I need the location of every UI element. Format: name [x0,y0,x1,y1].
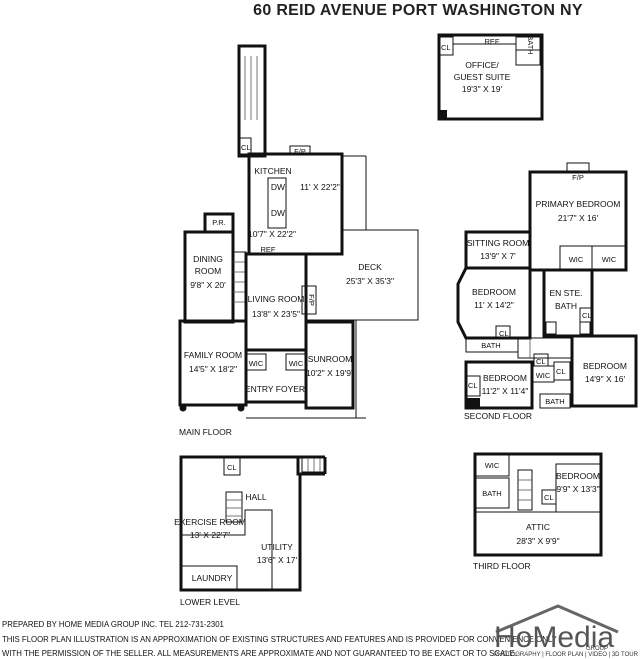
bedroom3-closet: CL [468,381,478,390]
logo-name: HoMedia [494,621,614,654]
footer-prepared-by: PREPARED BY HOME MEDIA GROUP INC. TEL 21… [2,620,224,629]
hall-name: HALL [245,492,267,502]
attic-name: ATTIC [526,522,550,532]
office-guest-suite: CL REF BATH OFFICE/ GUEST SUITE 19'3" X … [437,33,544,121]
office-name-line1: OFFICE/ [465,60,499,70]
primary-wic-1: WIC [569,255,584,264]
third-floor-plan: WIC BATH BEDROOM 9'9" X 13'3" CL ATTIC 2… [473,452,603,571]
kitchen-dw1-label: DW [271,182,285,192]
third-floor-label: THIRD FLOOR [473,561,531,571]
logo-tagline: PHOTOGRAPHY | FLOOR PLAN | VIDEO | 3D TO… [494,652,639,658]
kitchen-dw2-label: DW [271,208,285,218]
second-floor-label: SECOND FLOOR [464,411,532,421]
bedroom2-dimensions: 14'9" X 16' [585,374,626,384]
exercise-name: EXERCISE ROOM [174,517,246,527]
dining-dimensions: 9'8" X 20' [190,280,226,290]
primary-bedroom-dimensions: 21'7" X 16' [558,213,599,223]
sunroom-dimensions: 10'2" X 19'9" [306,368,354,378]
kitchen-ref-label: REF [261,245,276,254]
sitting-room-name: SITTING ROOM [467,238,529,248]
stair-closet-label: CL [241,143,251,152]
dining-name-2: ROOM [195,266,221,276]
utility-name: UTILITY [261,542,293,552]
foyer-wic-right: WIC [289,359,304,368]
powder-room-label: P.R. [212,218,226,227]
living-dimensions: 13'8" X 23'5" [252,309,300,319]
office-bath-label: BATH [526,35,535,54]
hall-wic: WIC [536,371,551,380]
entry-foyer-name: ENTRY FOYER [245,384,305,394]
bedroom3-name: BEDROOM [483,373,527,383]
living-fireplace-label: F/P [307,294,316,306]
kitchen-name: KITCHEN [254,166,291,176]
attic-dimensions: 28'3" X 9'9" [516,536,559,546]
bedroom1-name: BEDROOM [472,287,516,297]
primary-wic-2: WIC [602,255,617,264]
bedroom1-closet: CL [499,329,509,338]
hall-bath-label: BATH [481,341,500,350]
sitting-room-dimensions: 13'9" X 7' [480,251,516,261]
kitchen-dimensions-2: 10'7" X 22'2" [248,229,296,239]
bedroom4-name: BEDROOM [556,471,600,481]
bedroom3-dimensions: 11'2" X 11'4" [482,386,529,396]
second-floor-plan: F/P PRIMARY BEDROOM 21'7" X 16' WIC WIC … [456,162,638,421]
ensuite-name-2: BATH [555,301,577,311]
lower-level-plan: CL HALL EXERCISE ROOM 13' X 22'7" UTILIT… [174,455,327,607]
living-name: LIVING ROOM [248,294,305,304]
office-name-line2: GUEST SUITE [454,72,511,82]
bedroom1-dimensions: 11' X 14'2" [474,300,514,310]
kitchen-fireplace-label: F/P [294,147,306,156]
family-name: FAMILY ROOM [184,350,242,360]
family-dimensions: 14'5" X 18'2" [189,364,237,374]
bedroom2-bath: BATH [545,397,564,406]
laundry-name: LAUNDRY [192,573,233,583]
ensuite-name: EN STE. [549,288,582,298]
main-floor-label: MAIN FLOOR [179,427,232,437]
kitchen-dimensions: 11' X 22'2" [300,182,340,192]
plan-title: 60 REID AVENUE PORT WASHINGTON NY [253,2,583,19]
primary-bedroom-name: PRIMARY BEDROOM [536,199,621,209]
logo-group: GROUP [586,646,608,652]
exercise-dimensions: 13' X 22'7" [190,530,230,540]
office-ref-label: REF [485,37,500,46]
third-wic: WIC [485,461,500,470]
office-dimensions: 19'3" X 19' [462,84,503,94]
footer-disclaimer-1: THIS FLOOR PLAN ILLUSTRATION IS AN APPRO… [2,635,558,644]
foyer-wic-left: WIC [249,359,264,368]
bedroom4-dimensions: 9'9" X 13'3" [556,484,599,494]
deck-dimensions: 25'3" X 35'3" [346,276,394,286]
lower-closet: CL [227,463,237,472]
ensuite-closet: CL [582,311,592,320]
utility-dimensions: 13'6" X 17' [257,555,298,565]
main-floor-plan: CL F/P KITCHEN DW DW 11' X 22'2" 10'7" X… [178,44,419,437]
office-closet-label: CL [441,43,451,52]
sunroom-name: SUNROOM [308,354,352,364]
bedroom2-name: BEDROOM [583,361,627,371]
homedia-logo: HoMedia GROUP PHOTOGRAPHY | FLOOR PLAN |… [494,604,639,658]
deck-name: DECK [358,262,382,272]
primary-fireplace-label: F/P [572,173,584,182]
lower-level-label: LOWER LEVEL [180,597,240,607]
third-bath: BATH [482,489,501,498]
dining-name: DINING [193,254,223,264]
bedroom4-closet: CL [544,493,554,502]
hall-closet: CL [536,357,546,366]
bedroom2-closet: CL [556,367,566,376]
footer-disclaimer-2: WITH THE PERMISSION OF THE SELLER. ALL M… [2,649,517,658]
